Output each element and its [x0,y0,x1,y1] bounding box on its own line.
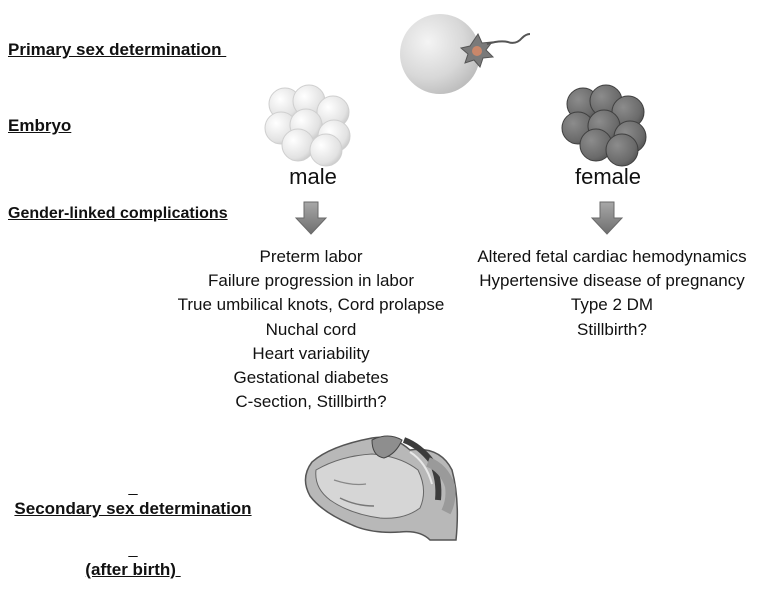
female-down-arrow-icon [590,201,624,235]
list-item: Type 2 DM [570,295,654,315]
male-down-arrow-icon [294,201,328,235]
male-embryo-icon [264,84,351,167]
secondary-line-2: (after birth) [85,559,181,579]
sperm-icon [459,32,531,68]
list-item: Preterm labor [259,247,363,266]
embryo-label: Embryo [8,116,72,135]
primary-sex-determination-label: Primary sex determination [8,40,227,59]
list-item: True umbilical knots, Cord prolapse [177,295,445,315]
fertilization-illustration [264,14,647,541]
male-complications-list: Preterm labor Failure progression in lab… [150,245,472,414]
female-label: female [574,164,642,189]
male-label: male [289,164,337,189]
list-item: Stillbirth? [577,319,647,339]
newborn-birth-illustration [304,435,459,541]
female-complications-list: Altered fetal cardiac hemodynamics Hyper… [458,245,760,342]
female-embryo-icon [561,84,647,167]
list-item: Hypertensive disease of pregnancy [479,271,745,291]
list-item: C-section, Stillbirth? [235,392,387,412]
gender-linked-complications-label: Gender-linked complications [8,205,228,222]
egg-cell-icon [400,14,480,94]
list-item: Altered fetal cardiac hemodynamics [477,247,747,266]
list-item: Failure progression in labor [208,271,414,291]
list-item: Heart variability [252,343,370,363]
list-item: Nuchal cord [265,319,357,339]
secondary-line-1: Secondary sex determination [14,498,252,518]
list-item: Gestational diabetes [233,368,389,388]
